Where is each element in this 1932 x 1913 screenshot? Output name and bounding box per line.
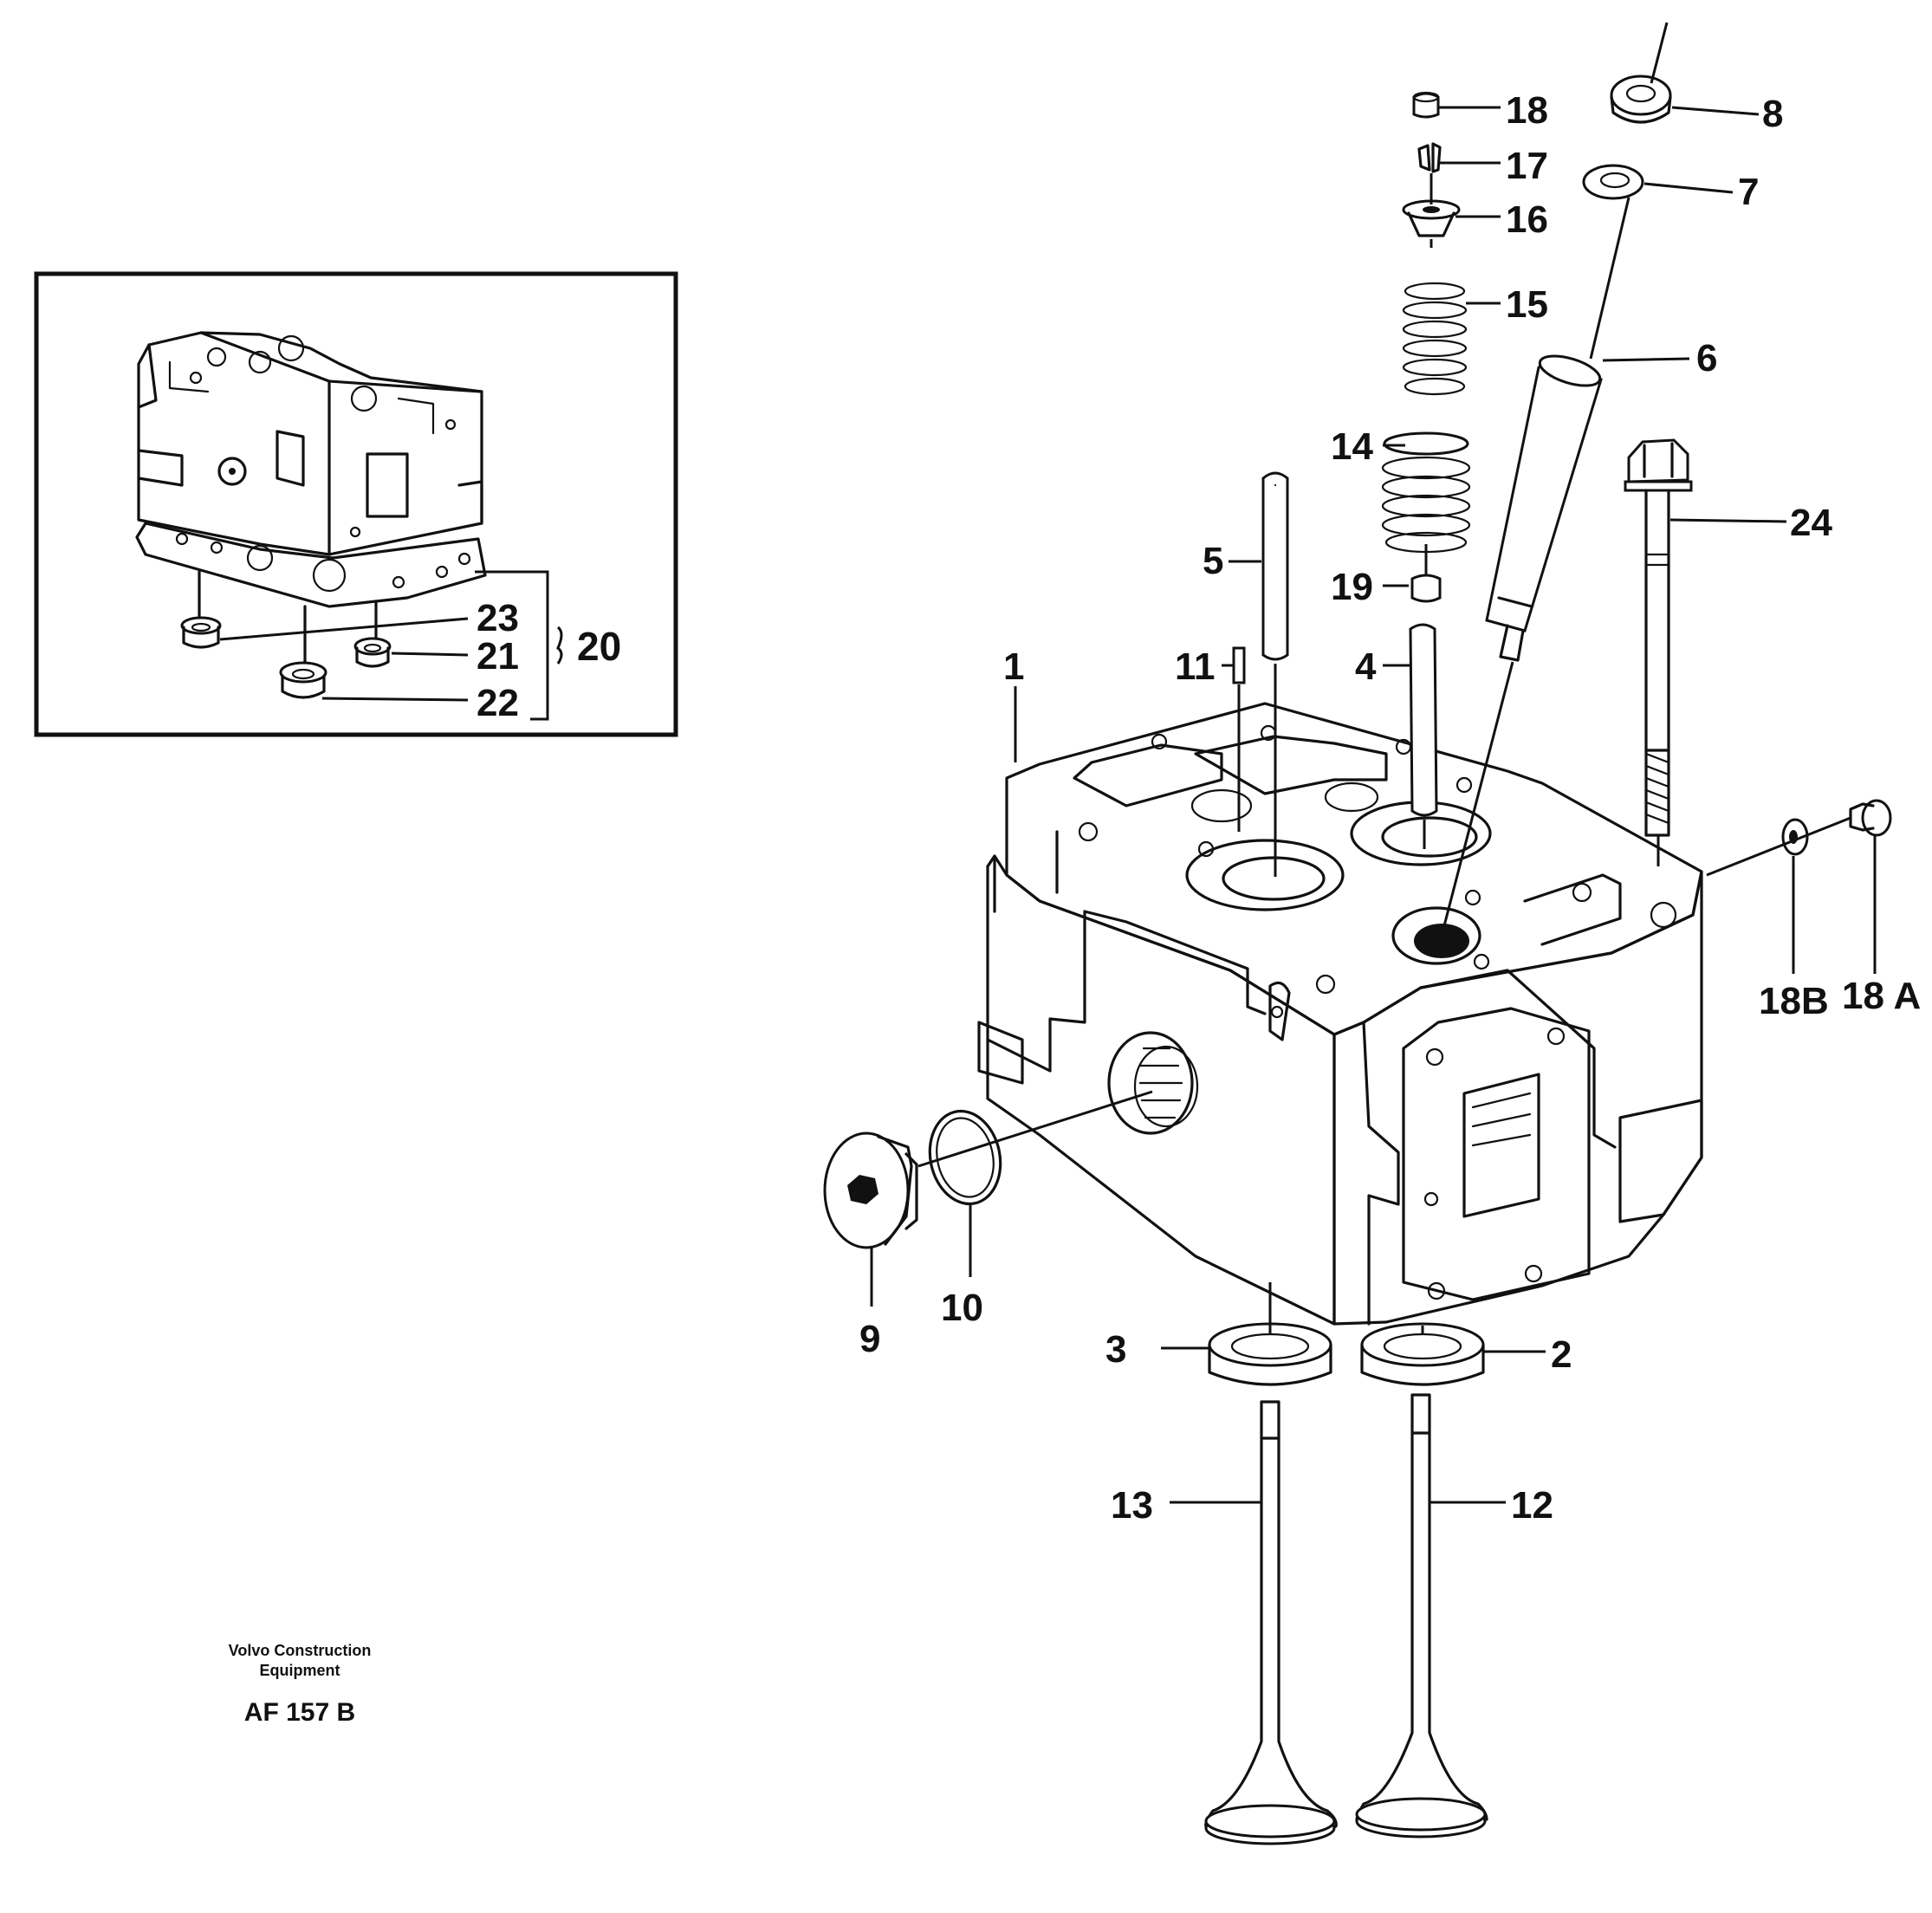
part-19-seal [1410, 574, 1442, 603]
axis-line-18 [1706, 816, 1851, 877]
callout-8: 8 [1762, 93, 1783, 135]
inset-gasket-kit: 23 21 22 20 [34, 271, 678, 737]
part-3-valve-seat [1208, 1282, 1332, 1386]
callout-11: 11 [1175, 645, 1216, 688]
leader-21 [391, 652, 469, 657]
callout-18b: 18B [1759, 980, 1829, 1022]
callout-3: 3 [1105, 1328, 1126, 1371]
part-14-outer-spring [1381, 431, 1471, 554]
part-7-washer [1582, 164, 1644, 200]
callout-6: 6 [1696, 337, 1717, 379]
callout-16: 16 [1506, 198, 1548, 241]
inset-seal-23 [180, 570, 222, 649]
bracket-20 [475, 570, 549, 721]
part-5-sleeve [1261, 471, 1289, 877]
inset-seal-21 [353, 600, 392, 668]
footer-brand-line1: Volvo Construction [229, 1642, 372, 1659]
part-18b-washer [1781, 818, 1809, 974]
footer-figure-code: AF 157 B [244, 1698, 355, 1727]
part-10-ring [928, 1109, 1002, 1277]
cylinder-head-1 [977, 702, 1703, 1326]
part-4-valve-guide [1409, 623, 1438, 849]
leader-24 [1669, 518, 1787, 523]
part-17-valve-collet [1417, 142, 1442, 173]
callout-1: 1 [1003, 645, 1024, 688]
brace-20 [556, 626, 563, 665]
part-9-plug [823, 1132, 918, 1307]
callout-14: 14 [1331, 425, 1373, 468]
part-18a-plug [1849, 799, 1892, 974]
inset-seal-22 [279, 605, 327, 699]
callout-22: 22 [477, 682, 519, 724]
part-16-spring-retainer [1402, 199, 1461, 248]
callout-12: 12 [1511, 1484, 1553, 1527]
part-13-valve [1204, 1400, 1338, 1845]
footer-brand-line2: Equipment [260, 1662, 340, 1679]
callout-21: 21 [477, 635, 519, 678]
part-8-washer [1610, 75, 1672, 124]
inset-cylinder-head-illustration [135, 331, 487, 608]
part-24-bolt [1624, 438, 1693, 866]
callout-18a: 18 A [1842, 975, 1921, 1017]
callout-19: 19 [1331, 566, 1373, 608]
part-2-valve-seat [1360, 1322, 1485, 1386]
callout-13: 13 [1111, 1484, 1153, 1527]
callout-5: 5 [1203, 540, 1223, 582]
callout-20: 20 [577, 624, 621, 669]
leader-8 [1671, 106, 1760, 116]
callout-9: 9 [859, 1318, 880, 1360]
callout-24: 24 [1790, 502, 1832, 544]
leader-7 [1643, 182, 1734, 194]
footer-block: Volvo Construction Equipment AF 157 B [229, 1642, 372, 1727]
callout-17: 17 [1506, 145, 1548, 187]
callout-4: 4 [1355, 645, 1377, 688]
part-11-pin [1232, 646, 1246, 832]
leader-22 [321, 697, 469, 702]
part-18-valve-cap [1412, 91, 1440, 119]
part-15-inner-spring [1402, 282, 1468, 396]
callout-15: 15 [1506, 283, 1548, 326]
callout-7: 7 [1738, 171, 1759, 213]
axis-line-8 [1650, 22, 1669, 84]
axis-line-9 [917, 1090, 1153, 1168]
leader-6 [1602, 357, 1690, 362]
callout-2: 2 [1551, 1333, 1572, 1376]
leader-23 [219, 617, 469, 641]
callout-23: 23 [477, 597, 519, 639]
callout-10: 10 [941, 1287, 983, 1329]
callout-18: 18 [1506, 89, 1548, 132]
part-12-valve [1355, 1393, 1488, 1838]
part-6-injector-sleeve [1440, 354, 1603, 937]
axis-line-7 [1589, 197, 1631, 360]
